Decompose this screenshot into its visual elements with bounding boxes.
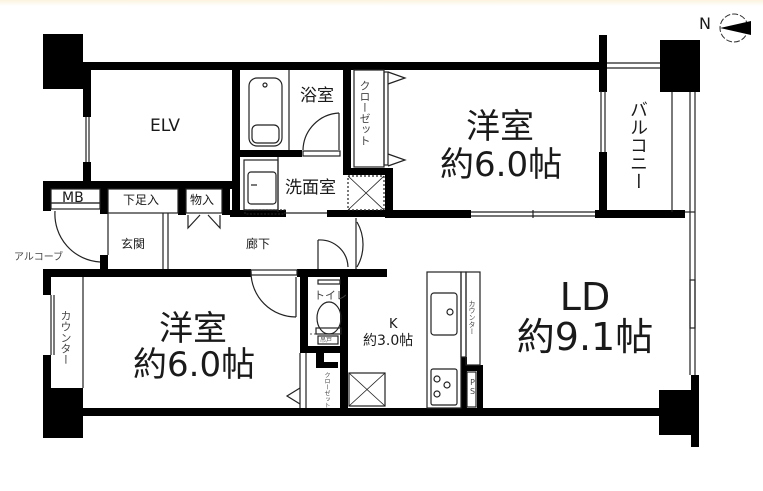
north-arrow-compass-icon (719, 13, 751, 43)
entrance-label: 玄関 (121, 237, 146, 251)
column-ne (660, 40, 700, 92)
top-edge-tint (0, 0, 763, 6)
closet-small-label: クローゼット (323, 372, 330, 408)
western-room-south-label: 洋室 (159, 309, 227, 349)
room-bath-label: 浴室 (300, 86, 334, 106)
kitchen-size: 約3.0帖 (363, 333, 414, 349)
room-elv-label: ELV (150, 116, 180, 136)
western-room-south-size: 約6.0帖 (133, 345, 256, 385)
ld-label: LD (559, 275, 611, 319)
mb-label: MB (62, 190, 84, 206)
toilet-cabinet-label: 吊戸 (320, 337, 333, 344)
ps-label: PS (468, 378, 477, 396)
alcove-label: アルコーブ (14, 252, 64, 263)
wall-elv-south (43, 181, 240, 189)
balcony-label: バルコニー (627, 100, 648, 190)
wall-hall-south (43, 269, 251, 277)
western-room-north-label: 洋室 (466, 107, 534, 147)
counter-kitchen-label: カウンター (468, 300, 476, 335)
ld-size: 約9.1帖 (516, 315, 654, 359)
hallway-label: 廊下 (246, 237, 271, 251)
storage-label: 物入 (190, 193, 215, 207)
kitchen-label: K (389, 317, 398, 332)
column-se (659, 390, 691, 435)
column-sw (43, 388, 83, 438)
compass-north-label: N (699, 14, 711, 33)
western-room-north-size: 約6.0帖 (440, 145, 563, 185)
wall-south (83, 408, 661, 416)
counter-left-label: カウンター (59, 310, 72, 365)
washroom-label: 洗面室 (285, 178, 336, 198)
shoe-box-label: 下足入 (123, 193, 160, 207)
closet-top-label: クローゼット (358, 80, 371, 146)
toilet-label: トイレ (314, 289, 347, 302)
